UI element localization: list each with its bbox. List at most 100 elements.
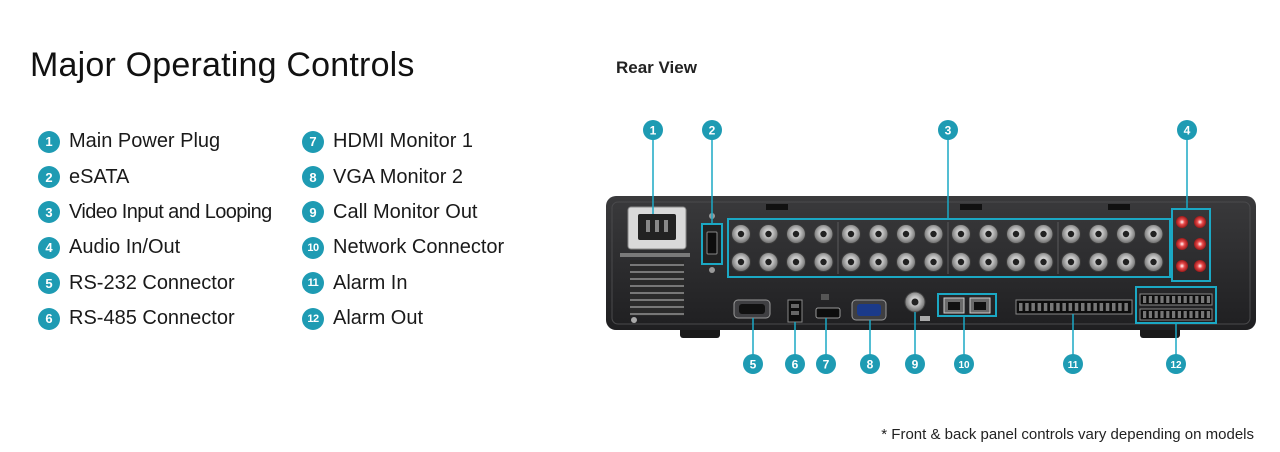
legend-number-badge: 11 <box>302 272 324 295</box>
bnc-center <box>957 230 965 238</box>
alarm-out-pins <box>1143 296 1210 318</box>
network-highlight <box>937 293 997 317</box>
callout-9: 9 <box>905 354 925 374</box>
terminal-pin <box>1031 303 1035 311</box>
bnc-center <box>737 230 745 238</box>
legend-item: 3 Video Input and Looping <box>38 195 272 230</box>
mount-slot <box>1108 204 1130 210</box>
bnc-center <box>737 258 745 266</box>
callout-1: 1 <box>643 120 663 140</box>
port-label <box>920 316 930 321</box>
bnc-center <box>847 258 855 266</box>
terminal-pin <box>1206 296 1210 303</box>
legend-label: Main Power Plug <box>69 130 221 153</box>
bnc-center <box>957 258 965 266</box>
rs485-pin <box>791 311 799 315</box>
bnc-group-dividers <box>837 222 1059 274</box>
page-title: Major Operating Controls <box>30 46 415 84</box>
callout-12: 12 <box>1166 354 1186 374</box>
callout-2: 2 <box>702 120 722 140</box>
bnc-center <box>1095 230 1102 238</box>
terminal-pin <box>1081 303 1085 311</box>
terminal-pin <box>1087 303 1091 311</box>
terminal-pin <box>1177 311 1181 318</box>
callout-4: 4 <box>1177 120 1197 140</box>
bnc-center <box>1150 230 1157 238</box>
terminal-pin <box>1183 296 1187 303</box>
legend-item: 12 Alarm Out <box>302 301 504 336</box>
terminal-pin <box>1154 296 1158 303</box>
audio-io-highlight <box>1171 208 1211 282</box>
terminal-pin <box>1160 296 1164 303</box>
bnc-center <box>765 230 772 238</box>
callout-6: 6 <box>785 354 805 374</box>
fan-grill <box>630 260 684 316</box>
rs232-socket <box>739 304 765 314</box>
legend-label: HDMI Monitor 1 <box>333 130 474 153</box>
bnc-center <box>1012 258 1020 266</box>
terminal-pin <box>1124 303 1128 311</box>
legend-label: Audio In/Out <box>69 236 181 259</box>
bnc-center <box>1067 230 1075 238</box>
bnc-center <box>902 230 910 238</box>
legend-number-badge: 1 <box>38 130 60 153</box>
terminal-pin <box>1118 303 1122 311</box>
legend-item: 4 Audio In/Out <box>38 230 272 265</box>
terminal-pin <box>1143 296 1147 303</box>
terminal-pin <box>1166 296 1170 303</box>
legend-number-badge: 4 <box>38 236 60 259</box>
rs485-pin <box>791 304 799 308</box>
legend-column-right: 7 HDMI Monitor 1 8 VGA Monitor 2 9 Call … <box>302 124 504 336</box>
bnc-center <box>765 258 772 266</box>
ethernet-socket <box>948 302 960 310</box>
bnc-center <box>820 230 827 238</box>
terminal-pin <box>1154 311 1158 318</box>
rca-jack <box>1194 216 1206 228</box>
legend-item: 9 Call Monitor Out <box>302 195 504 230</box>
video-input-highlight <box>727 218 1171 278</box>
terminal-pin <box>1037 303 1042 311</box>
legend-number-badge: 10 <box>302 236 324 259</box>
callout-12-number: 12 <box>1170 360 1182 371</box>
legend-item: 2 eSATA <box>38 159 272 194</box>
callout-5-number: 5 <box>750 358 757 372</box>
legend-item: 1 Main Power Plug <box>38 124 272 159</box>
terminal-pin <box>1105 303 1110 311</box>
legend-number-badge: 6 <box>38 307 60 330</box>
legend-number-badge: 5 <box>38 272 60 295</box>
legend-label: VGA Monitor 2 <box>333 165 464 188</box>
rca-jack <box>1194 238 1206 250</box>
legend-item: 8 VGA Monitor 2 <box>302 159 504 194</box>
bnc-center <box>792 230 800 238</box>
legend-label: Video Input and Looping <box>69 200 272 223</box>
bnc-center <box>1040 230 1047 238</box>
bnc-center <box>1122 258 1130 266</box>
bnc-center <box>1040 258 1047 266</box>
alarm-out-terminal <box>1139 293 1213 306</box>
terminal-pin <box>1068 303 1073 311</box>
legend-number-badge: 3 <box>38 201 60 224</box>
terminal-pin <box>1043 303 1048 311</box>
mount-slot <box>766 204 788 210</box>
terminal-pin <box>1148 296 1152 303</box>
legend-number-badge: 9 <box>302 201 324 224</box>
callout-1-number: 1 <box>650 124 657 138</box>
hdmi-label-plate <box>821 294 829 300</box>
callout-11: 11 <box>1063 354 1083 374</box>
callout-4-number: 4 <box>1184 124 1191 138</box>
rca-jack <box>1176 260 1188 272</box>
legend-label: Alarm In <box>333 271 408 294</box>
terminal-pin <box>1050 303 1054 311</box>
callout-leader-lines <box>652 138 1188 355</box>
bnc-center <box>1122 230 1130 238</box>
callout-5: 5 <box>743 354 763 374</box>
callout-markers: 1 2 3 4 5 6 7 8 9 10 11 12 <box>643 120 1197 374</box>
terminal-pin <box>1201 311 1205 318</box>
legend-item: 7 HDMI Monitor 1 <box>302 124 504 159</box>
legend-label: RS-232 Connector <box>69 271 235 294</box>
terminal-pin <box>1143 311 1147 318</box>
terminal-pin <box>1189 311 1193 318</box>
rca-jack <box>1176 216 1188 228</box>
alarm-out-terminal <box>1139 308 1213 321</box>
legend-label: Network Connector <box>333 236 505 259</box>
